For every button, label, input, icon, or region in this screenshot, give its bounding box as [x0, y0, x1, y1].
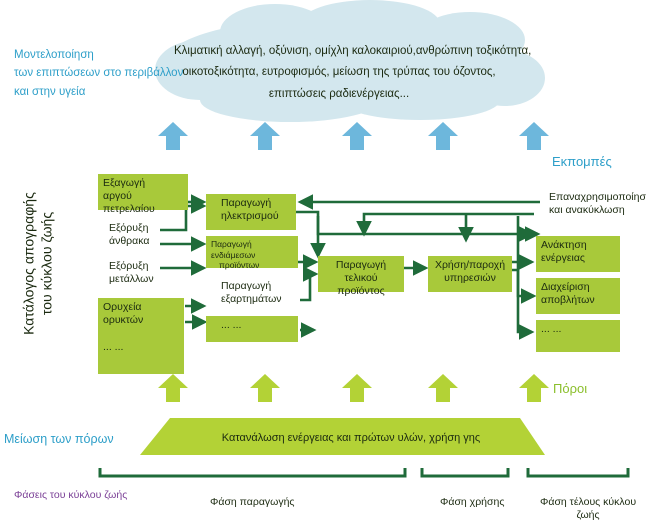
impact-modeling-title: Μοντελοποίηση των επιπτώσεων στο περιβάλ… — [14, 48, 183, 99]
emission-arrow — [342, 122, 372, 150]
resource-arrow — [158, 374, 188, 402]
electricity-production-box: Παραγωγή ηλεκτρισμού — [206, 194, 296, 230]
resource-arrow — [519, 374, 549, 402]
title-line: Μοντελοποίηση — [14, 49, 94, 61]
box-label: υπηρεσιών — [444, 272, 496, 285]
box-label: Εξαγωγή — [103, 177, 146, 189]
production-phase-bracket — [98, 468, 407, 478]
impact-line: επιπτώσεις ραδιενέργειας... — [268, 87, 410, 100]
box-label: Παραγωγή — [221, 197, 272, 209]
use-services-box: Χρήση/παροχή υπηρεσιών — [428, 256, 512, 292]
emission-arrow — [428, 122, 458, 150]
use-phase-label: Φάση χρήσης — [440, 496, 505, 508]
end-of-life-phase-bracket — [526, 468, 630, 478]
title-line: των επιπτώσεων στο περιβάλλον — [14, 67, 184, 80]
inventory-label-line: του κύκλου ζωής — [38, 211, 54, 316]
production-phase-label: Φάση παραγωγής — [210, 496, 295, 508]
impact-cloud — [155, 0, 545, 122]
emission-arrow — [519, 122, 549, 150]
box-label: Ανάκτηση — [541, 239, 587, 251]
resource-arrow — [342, 374, 372, 402]
metal-mining-box: Εξόρυξη μετάλλων — [104, 257, 164, 289]
end-of-life-more-box: ... ... — [536, 320, 620, 352]
emissions-label: Εκπομπές — [552, 154, 612, 169]
box-label: τελικού προϊόντος — [337, 272, 385, 298]
resources-label: Πόροι — [553, 381, 588, 396]
consumption-bar-label: Κατανάλωση ενέργειας και πρώτων υλών, χρ… — [221, 432, 481, 444]
components-production-box: Παραγωγή εξαρτημάτων — [216, 277, 300, 311]
box-ellipsis: ... ... — [541, 323, 562, 335]
box-label: προϊόντων — [219, 260, 260, 271]
use-phase-bracket — [420, 468, 510, 478]
flow-arrows — [160, 194, 541, 340]
impact-line: Κλιματική αλλαγή, οξύνιση, ομίχλη καλοκα… — [174, 45, 532, 57]
phase-label-line: Φάση τέλους κύκλου — [540, 496, 637, 508]
inventory-label-line: Κατάλογος απογραφής — [20, 192, 37, 335]
box-label: Διαχείριση — [541, 281, 590, 293]
box-label: ενέργειας — [541, 252, 585, 265]
waste-management-box: Διαχείριση αποβλήτων — [536, 278, 620, 314]
box-label: Παραγωγή — [221, 280, 272, 292]
coal-mining-box: Εξόρυξη άνθρακα — [104, 219, 164, 251]
intermediate-products-box: Παραγωγή ενδιάμεσων προϊόντων — [206, 236, 298, 271]
box-label: Παραγωγή — [335, 259, 387, 271]
final-product-box: Παραγωγή τελικού προϊόντος — [318, 256, 404, 297]
crude-oil-extraction-box: Εξαγωγή αργού πετρελαίου — [98, 174, 188, 215]
emission-arrow — [158, 122, 188, 150]
box-label: Εξόρυξη — [109, 222, 149, 234]
end-of-life-phase-label: Φάση τέλους κύκλου ζωής — [540, 496, 636, 522]
resource-arrow — [250, 374, 280, 402]
box-label: Παραγωγή ενδιάμεσων — [211, 239, 256, 260]
box-ellipsis: ... ... — [103, 341, 124, 354]
mineral-mines-box: Ορυχεία ορυκτών ... ... — [98, 298, 184, 374]
box-label: Ορυχεία — [103, 301, 142, 313]
box-label: και ανακύκλωση — [549, 204, 625, 217]
resource-arrow — [428, 374, 458, 402]
box-label: ηλεκτρισμού — [221, 210, 279, 223]
box-label: ορυκτών — [103, 314, 144, 327]
energy-recovery-box: Ανάκτηση ενέργειας — [536, 236, 620, 272]
production-more-box: ... ... — [206, 316, 298, 342]
consumption-bar-shape — [140, 418, 545, 455]
title-line: και στην υγεία — [14, 85, 86, 98]
impact-list: Κλιματική αλλαγή, οξύνιση, ομίχλη καλοκα… — [174, 44, 532, 101]
emission-arrow — [250, 122, 280, 150]
box-label: Εξόρυξη — [109, 260, 149, 272]
inventory-label: Κατάλογος απογραφής του κύκλου ζωής — [21, 184, 56, 344]
resource-depletion-label: Μείωση των πόρων — [4, 432, 114, 446]
phase-brackets — [98, 468, 630, 478]
box-label: εξαρτημάτων — [221, 293, 282, 306]
box-ellipsis: ... ... — [221, 319, 242, 331]
box-label: αποβλήτων — [541, 294, 595, 307]
phase-label-line: ζωής — [576, 509, 600, 522]
box-label: άνθρακα — [109, 235, 150, 248]
box-label: μετάλλων — [109, 273, 154, 286]
box-label: Επαναχρησιμοποίηση — [549, 191, 646, 203]
box-label: Χρήση/παροχή — [434, 259, 506, 271]
box-label: αργού πετρελαίου — [103, 190, 155, 216]
reuse-recycling-box: Επαναχρησιμοποίηση και ανακύκλωση — [544, 188, 646, 222]
life-cycle-phases-title: Φάσεις του κύκλου ζωής — [14, 489, 128, 501]
emission-arrows — [158, 122, 549, 150]
impact-line: οικοτοξικότητα, ευτροφισμός, μείωση της … — [182, 66, 496, 79]
resource-arrows — [158, 374, 549, 402]
